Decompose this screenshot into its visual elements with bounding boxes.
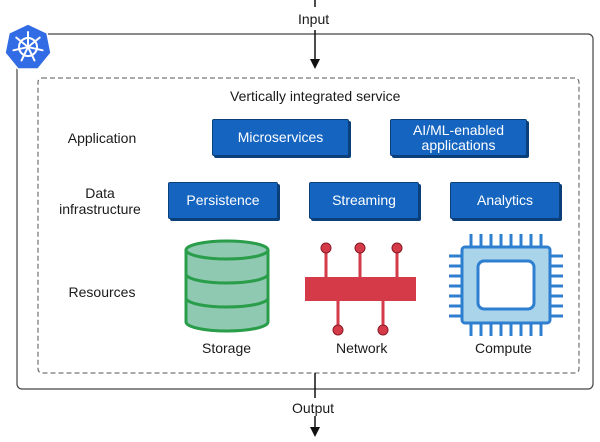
service-frame xyxy=(37,77,580,374)
row-label-data-line2: infrastructure xyxy=(59,201,141,217)
microservices-box[interactable]: Microservices xyxy=(212,119,349,156)
storage-icon xyxy=(184,239,270,333)
microservices-label: Microservices xyxy=(237,129,324,145)
aiml-label-line2: applications xyxy=(421,136,496,153)
row-label-resources: Resources xyxy=(68,284,136,300)
streaming-label: Streaming xyxy=(332,192,396,208)
kubernetes-icon xyxy=(4,23,52,70)
analytics-label: Analytics xyxy=(476,192,534,208)
row-label-data-infrastructure: Data infrastructure xyxy=(40,185,160,217)
platform-frame xyxy=(16,33,594,390)
storage-label: Storage xyxy=(202,340,252,356)
network-icon xyxy=(305,242,416,336)
row-label-data-line1: Data xyxy=(85,185,115,201)
analytics-box[interactable]: Analytics xyxy=(450,182,560,219)
streaming-box[interactable]: Streaming xyxy=(309,182,419,219)
aiml-applications-box[interactable]: AI/ML-enabled applications xyxy=(390,119,527,156)
row-label-application: Application xyxy=(67,130,137,146)
service-title: Vertically integrated service xyxy=(230,88,401,104)
compute-icon xyxy=(449,234,563,336)
compute-label: Compute xyxy=(475,340,532,356)
network-label: Network xyxy=(336,340,388,356)
output-label: Output xyxy=(292,400,335,416)
input-label: Input xyxy=(298,11,330,27)
aiml-label-line1: AI/ML-enabled xyxy=(412,121,505,138)
persistence-box[interactable]: Persistence xyxy=(168,182,278,219)
persistence-label: Persistence xyxy=(186,192,260,208)
